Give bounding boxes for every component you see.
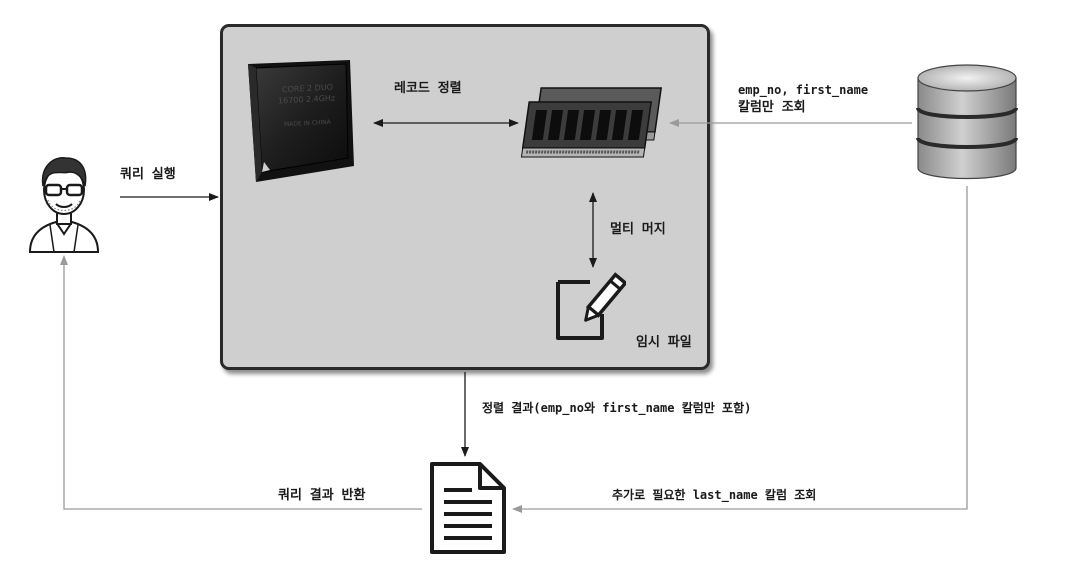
label-return-result: 쿼리 결과 반환: [278, 488, 366, 503]
label-temp-file: 임시 파일: [636, 335, 692, 350]
arrow-return-result: [60, 255, 422, 510]
label-record-sort: 레코드 정렬: [394, 81, 462, 96]
database-icon: [916, 64, 1018, 180]
label-sort-result: 정렬 결과(emp_no와 first_name 칼럼만 포함): [482, 401, 752, 415]
user-avatar-icon: [28, 157, 100, 253]
label-column-lookup-line2: 칼럼만 조회: [738, 100, 806, 115]
label-query-exec: 쿼리 실행: [120, 167, 176, 182]
label-extra-lookup: 추가로 필요한 last_name 칼럼 조회: [612, 488, 817, 502]
ram-memory-icon: [520, 87, 662, 158]
label-multi-merge: 멀티 머지: [610, 222, 666, 237]
edit-file-icon: [556, 272, 626, 340]
arrow-extra-lookup: [512, 186, 968, 513]
document-icon: [430, 462, 506, 554]
label-column-lookup-line1: emp_no, first_name: [738, 83, 869, 97]
cpu-chip-icon: CORE 2 DUO 16700 2.4GHz MADE IN CHINA: [242, 58, 356, 184]
